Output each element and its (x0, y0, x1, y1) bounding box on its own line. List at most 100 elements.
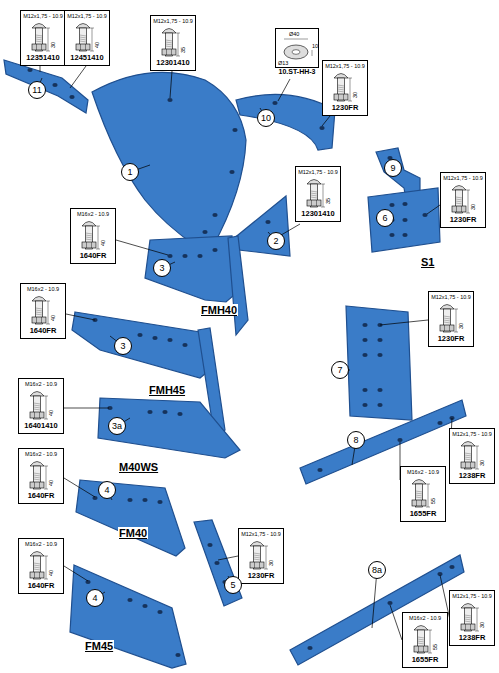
bolt-length: 40 (50, 315, 56, 321)
bolt-spec: M12x1,75 - 10.9 (151, 18, 195, 25)
thread (254, 555, 261, 556)
bolt-hole (377, 338, 382, 342)
nut-edge (91, 242, 92, 248)
callout-number: 5 (224, 576, 242, 594)
nut-edge (36, 317, 37, 323)
bolt-hole (272, 101, 277, 105)
bolt-spec-box: M12x1,75 - 10.93012351410 (20, 10, 66, 66)
bolt-hole (142, 498, 147, 502)
washer-thickness: 10 (312, 43, 318, 49)
bolt-spec: M12x1,75 - 10.9 (450, 431, 494, 438)
nut-edge (86, 242, 87, 248)
thread (166, 46, 173, 47)
bolt-drawing-area: 35 (151, 25, 195, 58)
bolt-spec: M16x2 - 10.9 (401, 469, 445, 476)
bolt-drawing-area: 30 (450, 438, 494, 471)
dimension-tick (454, 332, 458, 333)
plough-parts (4, 60, 466, 668)
plough-part (290, 555, 464, 665)
bolt-spec-box: M16x2 - 10.9401640FR (18, 538, 64, 594)
thread (34, 567, 41, 568)
bolt-hole (214, 561, 219, 565)
dimension-tick (264, 546, 268, 547)
bolt-spec: M12x1,75 - 10.9 (65, 13, 109, 20)
bolt-hole (175, 653, 180, 657)
dimension-tick (90, 28, 94, 29)
thread (456, 203, 463, 204)
callout-number: 8 (347, 431, 365, 449)
callout-number: 11 (28, 81, 46, 99)
thread (338, 91, 345, 92)
callout-text: 4 (104, 485, 109, 495)
bolt-spec: M12x1,75 - 10.9 (429, 294, 473, 301)
callout-text: 7 (337, 365, 342, 375)
plough-part (236, 94, 335, 150)
part-number: 1230FR (239, 571, 283, 580)
thread (34, 563, 41, 564)
bolt-drawing-area: 30 (450, 600, 494, 633)
nut-edge (311, 200, 312, 206)
bolt-hole (397, 438, 402, 442)
thread (254, 553, 261, 554)
bolt-head (30, 552, 44, 557)
dimension-line (48, 28, 49, 51)
nut-edge (80, 44, 81, 50)
thread (86, 235, 93, 236)
bolt-hole (377, 353, 382, 357)
nut (461, 624, 475, 630)
leader-line (40, 66, 41, 72)
bolt-drawing-area: 30 (21, 20, 65, 53)
bolt-hole (362, 388, 367, 392)
bolt-spec-box: M16x2 - 10.9551655FR (400, 466, 446, 522)
part-number: 12301410 (296, 209, 340, 218)
dimension-line (323, 184, 324, 207)
nut-edge (465, 462, 466, 468)
bolt-hole (162, 410, 167, 414)
dimension-tick (475, 631, 479, 632)
leader-line (64, 408, 109, 409)
bolt-head (307, 180, 321, 185)
bolt-hole (197, 254, 202, 258)
variant-label: FM40 (118, 527, 148, 539)
dimension-tick (428, 630, 432, 631)
thread (36, 39, 43, 40)
bolt-spec-box: M12x1,75 - 10.9301230FR (440, 172, 486, 228)
thread (311, 197, 318, 198)
dimension-tick (454, 309, 458, 310)
thread (465, 459, 472, 460)
callout-text: 3 (159, 263, 164, 273)
thread (418, 639, 425, 640)
thread (34, 405, 41, 406)
bolt-spec-box: M16x2 - 10.9551655FR (402, 612, 448, 668)
dimension-tick (348, 78, 352, 79)
bolt-length: 40 (48, 480, 54, 486)
thread (166, 42, 173, 43)
bolt-length: 30 (479, 622, 485, 628)
nut-edge (39, 482, 40, 488)
thread (36, 35, 43, 36)
plough-part (346, 306, 412, 420)
bolt-hole (212, 213, 217, 217)
thread (80, 41, 87, 42)
bolt-spec: M12x1,75 - 10.9 (21, 13, 65, 20)
bolt-head (452, 186, 466, 191)
dimension-tick (44, 579, 48, 580)
dimension-line (468, 190, 469, 213)
callout-number: 10 (257, 109, 275, 127)
nut (76, 44, 90, 50)
thread (254, 557, 261, 558)
washer-diameter: Ø40 (289, 31, 299, 37)
leader-line (66, 314, 95, 320)
dimension-tick (90, 51, 94, 52)
part-number: 1640FR (19, 581, 63, 590)
nut (452, 206, 466, 212)
bolt-hole (27, 68, 32, 72)
nut-edge (470, 462, 471, 468)
bolt-length: 40 (48, 570, 54, 576)
part-number: 1238FR (450, 633, 494, 642)
bolt-hole (232, 128, 237, 132)
part-number: 12301410 (151, 58, 195, 67)
bolt-drawing-area: 40 (19, 458, 63, 491)
bolt-hole (362, 338, 367, 342)
bolt-hole (152, 336, 157, 340)
